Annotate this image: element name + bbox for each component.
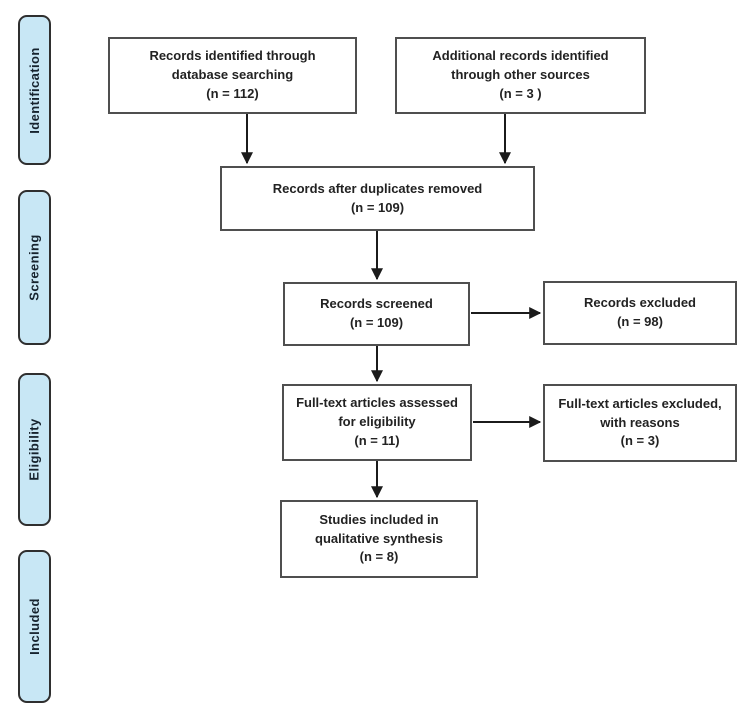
flow-box-studies-included-qualitative: Studies included in qualitative synthesi…: [280, 500, 478, 578]
flow-box-label: Records identified through database sear…: [149, 48, 316, 101]
stage-label-identification: Identification: [27, 46, 42, 134]
flow-box-label: Additional records identified through ot…: [432, 48, 609, 101]
flow-box-label: Studies included in qualitative synthesi…: [315, 511, 443, 565]
flow-box-additional-records-other-sources: Additional records identified through ot…: [395, 37, 646, 114]
flow-box-label: Full-text articles excluded, with reason…: [558, 395, 722, 449]
stage-band-included: Included: [18, 550, 51, 703]
stage-label-included: Included: [27, 598, 42, 655]
stage-label-screening: Screening: [27, 234, 42, 301]
flow-box-label: Records after duplicates removed (n = 10…: [272, 180, 483, 215]
flow-box-label: Records screened (n = 109): [320, 296, 433, 330]
flow-box-label: Full-text articles assessed for eligibil…: [296, 395, 458, 448]
stage-band-identification: Identification: [18, 15, 51, 165]
flow-box-records-screened: Records screened (n = 109): [283, 282, 470, 346]
stage-band-eligibility: Eligibility: [18, 373, 51, 526]
stage-label-eligibility: Eligibility: [27, 418, 42, 481]
flow-box-label: Records excluded (n = 98): [584, 295, 696, 329]
flow-box-fulltext-excluded: Full-text articles excluded, with reason…: [543, 384, 737, 462]
flow-box-records-identified-database: Records identified through database sear…: [108, 37, 357, 114]
flow-box-fulltext-assessed: Full-text articles assessed for eligibil…: [282, 384, 472, 461]
stage-band-screening: Screening: [18, 190, 51, 345]
flow-box-records-excluded: Records excluded (n = 98): [543, 281, 737, 345]
flow-box-records-after-duplicates-removed: Records after duplicates removed (n = 10…: [220, 166, 535, 231]
